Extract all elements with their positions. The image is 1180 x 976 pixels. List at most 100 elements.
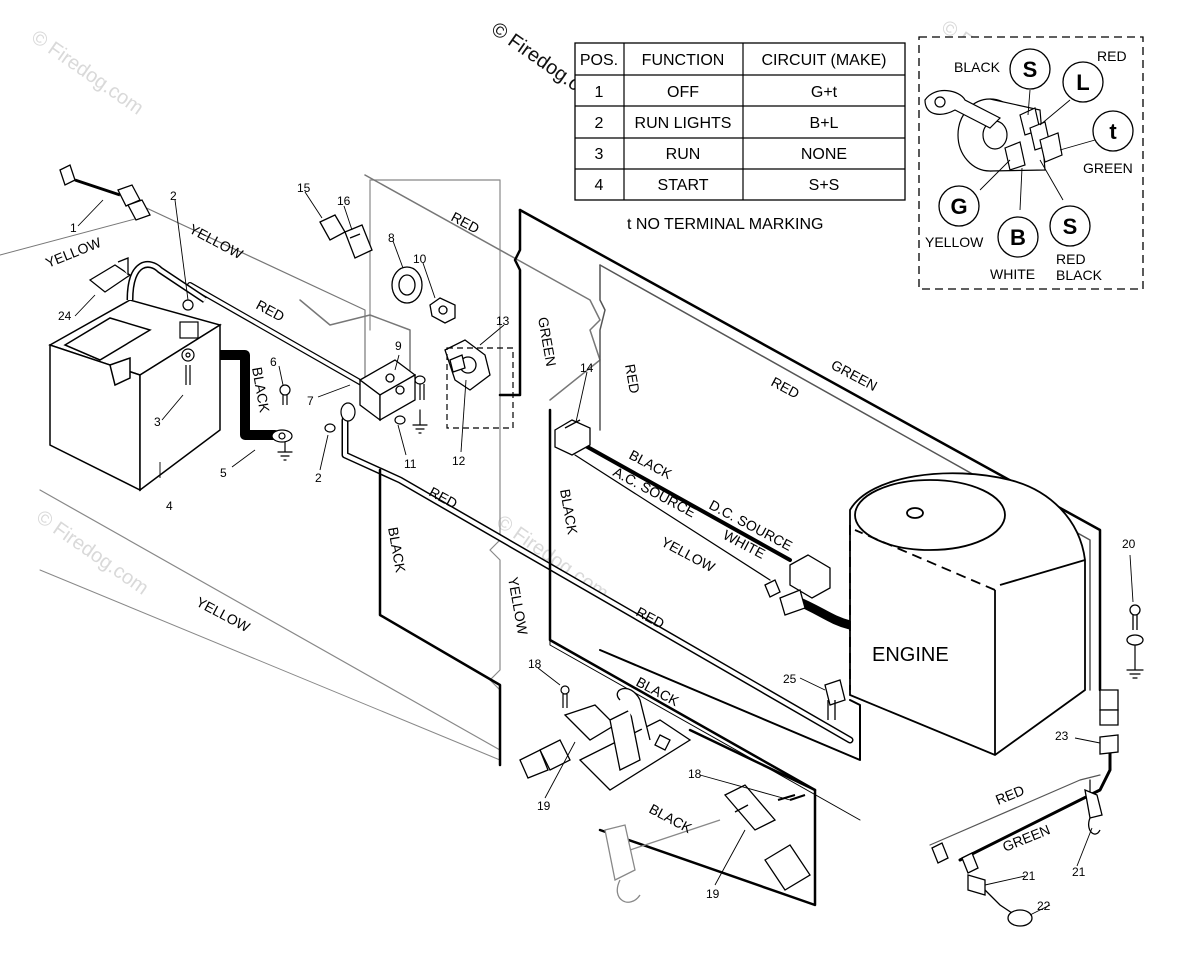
wire-label-green-long: GREEN [829, 357, 880, 395]
part-number-1: 1 [70, 221, 77, 235]
wire-label-red-battery: RED [254, 297, 288, 325]
switch-label-red-black-2: BLACK [1056, 267, 1103, 283]
part-number-8: 8 [388, 231, 395, 245]
table-cell: START [658, 177, 709, 194]
switch-detail: S L t G B S BLACK RED GREEN YELLOW WHITE… [918, 36, 1144, 290]
function-table: POS. FUNCTION CIRCUIT (MAKE) 1 OFF G+t 2… [574, 42, 906, 201]
switch-label-black: BLACK [954, 59, 1001, 75]
connector-part-14 [554, 419, 591, 456]
wire-label-red-top: RED [449, 209, 483, 237]
wire-white-engine [574, 454, 771, 581]
terminal-g [938, 185, 980, 227]
table-header-function: FUNCTION [642, 52, 725, 69]
wire-label-green-mid: GREEN [535, 316, 559, 368]
wire-label-yellow-engine: YELLOW [659, 534, 719, 576]
terminal-s-bottom [1049, 205, 1091, 247]
wire-black-lower [598, 728, 817, 907]
wire-green-long [518, 208, 1102, 692]
part-number-11: 11 [404, 457, 417, 471]
part-number-18b: 18 [688, 767, 702, 781]
part-number-12: 12 [452, 454, 466, 468]
table-header-pos: POS. [580, 52, 618, 69]
part-number-19a: 19 [537, 799, 551, 813]
part-number-3: 3 [154, 415, 161, 429]
wire-yellow-lower [39, 569, 501, 761]
engine [849, 472, 1086, 757]
table-cell: RUN [666, 146, 701, 163]
part-number-6: 6 [270, 355, 277, 369]
ground-right [1126, 639, 1144, 679]
switch-label-white: WHITE [990, 266, 1035, 282]
part-number-24: 24 [58, 309, 72, 323]
table-cell: NONE [801, 146, 847, 163]
part-number-15: 15 [297, 181, 311, 195]
watermark-top-left: © Firedog.com [27, 26, 147, 119]
wire-label-yellow-vertical: YELLOW [505, 576, 531, 637]
wire-red-top [299, 299, 411, 371]
wire-black-engine [573, 438, 792, 562]
switch-label-red: RED [1097, 48, 1127, 64]
switch-label-yellow: YELLOW [925, 234, 984, 250]
terminal-label-b: B [1010, 225, 1026, 250]
table-cell: 3 [595, 146, 604, 163]
part-numbers: 1 2 2 3 4 5 6 7 8 9 10 11 12 13 14 15 16… [58, 181, 1136, 913]
wire-red-top-2 [364, 174, 601, 401]
terminal-label-l: L [1076, 70, 1089, 95]
switch-label-green: GREEN [1083, 160, 1133, 176]
wire-label-yellow-bottom: YELLOW [194, 594, 254, 636]
terminal-l [1062, 61, 1104, 103]
part-number-21b: 21 [1022, 869, 1036, 883]
battery [48, 260, 222, 492]
part-number-13: 13 [496, 314, 510, 328]
key-switch-box [446, 347, 514, 429]
terminal-note: t NO TERMINAL MARKING [627, 216, 823, 233]
wire-red-vertical [599, 264, 606, 431]
terminal-s-top [1009, 48, 1051, 90]
switch-terminals [938, 48, 1134, 258]
solenoid [358, 359, 417, 422]
engine-label: ENGINE [872, 644, 949, 666]
switch-hardware [319, 214, 491, 391]
table-cell: 1 [595, 84, 604, 101]
wire-label-red-vertical: RED [622, 363, 643, 395]
table-cell: 2 [595, 115, 604, 132]
table-cell: G+t [811, 84, 838, 101]
part-number-22: 22 [1037, 899, 1051, 913]
wire-black-battery [200, 350, 280, 440]
table-cell: S+S [809, 177, 840, 194]
wire-yellow-top [139, 204, 366, 381]
part-number-25: 25 [783, 672, 797, 686]
wire-label-red-right: RED [993, 782, 1026, 808]
ground-battery [277, 434, 293, 461]
part-number-14: 14 [580, 361, 594, 375]
screws-18 [560, 685, 796, 801]
connector-part-1 [59, 164, 151, 221]
wire-red-long-right [599, 264, 1091, 691]
table-cell: RUN LIGHTS [635, 115, 732, 132]
harness-connectors [931, 604, 1144, 927]
table-cell: OFF [667, 84, 699, 101]
wire-black-bottom [599, 649, 861, 761]
terminal-label-g: G [950, 194, 967, 219]
wire-label-black-battery: BLACK [249, 366, 273, 415]
wire-green-right [958, 748, 1112, 862]
table-header-circuit: CIRCUIT (MAKE) [761, 52, 886, 69]
leader-lines [74, 191, 1134, 916]
terminal-label-t: t [1109, 119, 1117, 144]
table-cell: 4 [595, 177, 604, 194]
wire-label-red-long: RED [769, 374, 803, 402]
wires [0, 174, 1144, 907]
part-number-7: 7 [307, 394, 314, 408]
table-cell: B+L [810, 115, 839, 132]
wire-yellow-left [0, 214, 151, 256]
part-number-9: 9 [395, 339, 402, 353]
wire-label-black-bottom: BLACK [647, 801, 696, 837]
part-number-2a: 2 [170, 189, 177, 203]
terminal-label-s-bottom: S [1063, 214, 1078, 239]
switch-mount-19b [604, 784, 811, 903]
part-number-19b: 19 [706, 887, 720, 901]
part-number-18a: 18 [528, 657, 542, 671]
engine-connectors [764, 554, 846, 720]
switch-label-red-black-1: RED [1056, 251, 1086, 267]
